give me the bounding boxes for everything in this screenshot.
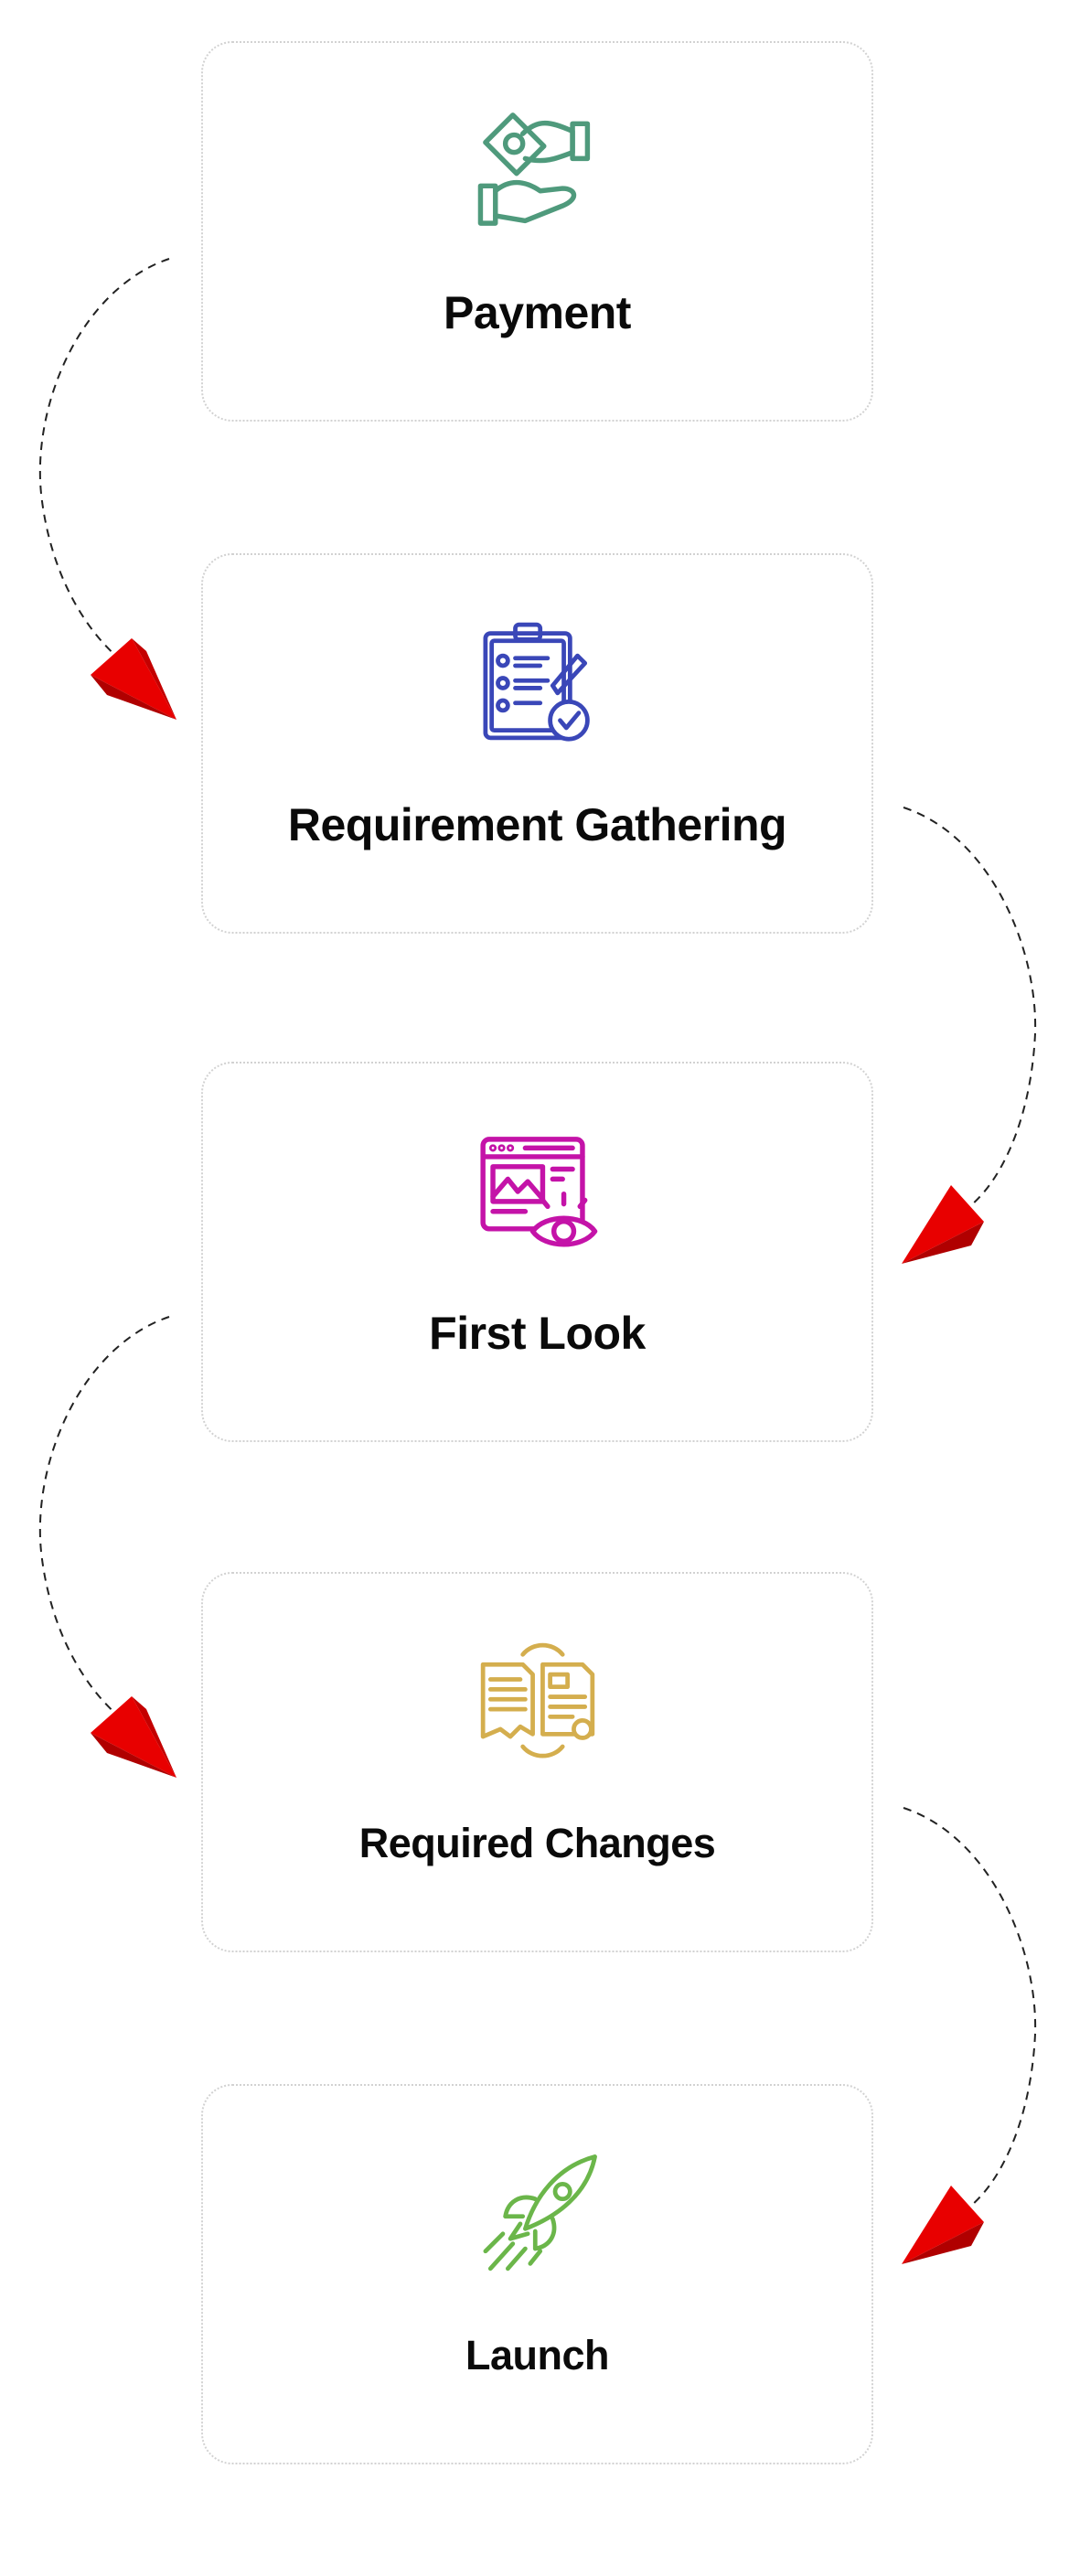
step-title: Required Changes [358, 1820, 716, 1866]
browser-eye-icon [476, 1129, 600, 1254]
hand-money-icon [476, 109, 600, 233]
step-card-requirement-gathering: Requirement Gathering [201, 553, 873, 934]
step-title: Launch [465, 2332, 610, 2378]
step-title: First Look [429, 1308, 646, 1359]
connector-arrow-3 [38, 1316, 177, 1779]
connector-arrow-4 [901, 1807, 1037, 2265]
documents-exchange-icon [476, 1640, 600, 1764]
rocket-icon [476, 2152, 600, 2276]
step-title: Requirement Gathering [287, 799, 787, 850]
connector-arrow-1 [38, 258, 177, 721]
step-title: Payment [444, 287, 631, 338]
step-card-launch: Launch [201, 2084, 873, 2464]
connector-arrow-2 [901, 807, 1037, 1265]
step-card-first-look: First Look [201, 1062, 873, 1442]
step-card-required-changes: Required Changes [201, 1572, 873, 1952]
step-card-payment: Payment [201, 41, 873, 422]
clipboard-checklist-icon [476, 621, 600, 745]
